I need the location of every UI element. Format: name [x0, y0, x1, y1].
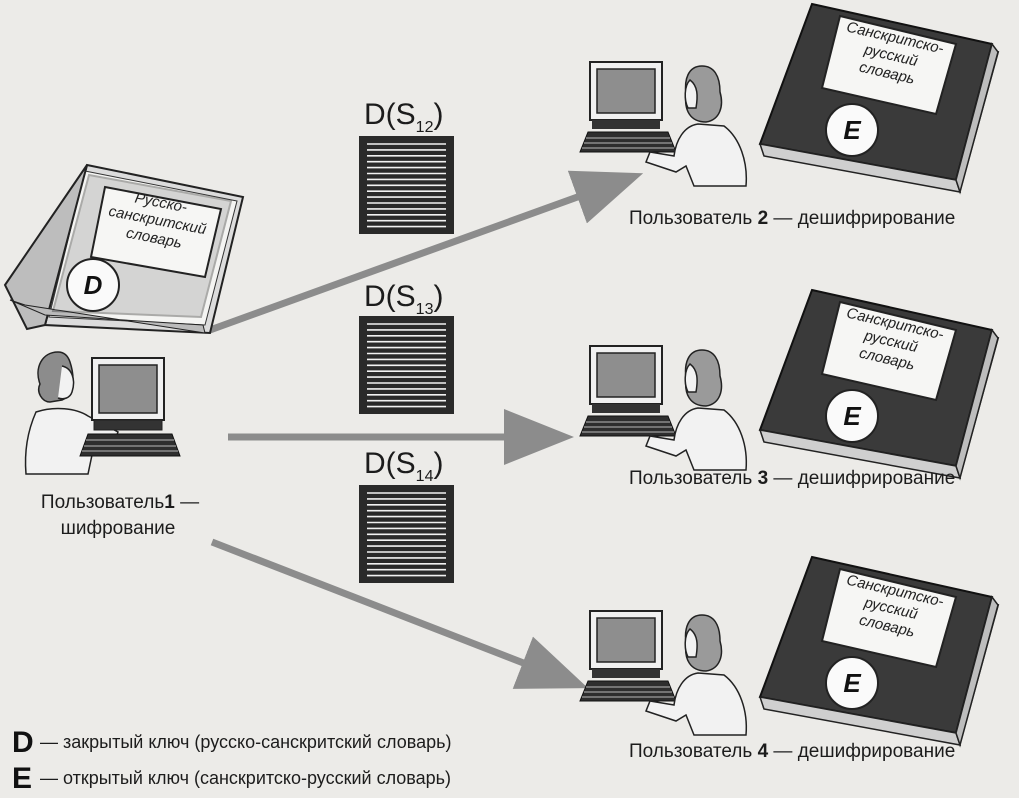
document-lines [367, 143, 446, 228]
sender-label-prefix: Пользователь [41, 492, 164, 513]
receiver-user-3: Санскритско-русскийсловарьEПользователь … [579, 288, 1000, 489]
receiver-label-suffix: — дешифрирование [768, 468, 955, 489]
sender-label-suffix: — [175, 492, 199, 513]
receiver-book-key-letter: E [843, 668, 861, 698]
sender-label-line2: шифрование [61, 518, 176, 539]
sender-label-line1: Пользователь1 — [41, 492, 199, 513]
receiver-person [645, 349, 748, 471]
sender-label-number: 1 [164, 492, 175, 513]
receiver-label-number: 4 [758, 741, 769, 762]
receiver-label-prefix: Пользователь [629, 468, 758, 489]
arrow-to-user-2 [208, 170, 644, 334]
message-block-13: D(S13) [359, 280, 454, 414]
receiver-book-key-letter: E [843, 115, 861, 145]
sender-book-key-circle [66, 258, 120, 312]
receivers: Санскритско-русскийсловарьEПользователь … [579, 2, 1000, 762]
legend: D — закрытый ключ (русско-санскритский с… [12, 726, 451, 795]
legend-text-d: — закрытый ключ (русско-санскритский сло… [40, 732, 451, 752]
receiver-label-number: 3 [758, 468, 769, 489]
legend-key-d: D [12, 726, 34, 759]
arrows [208, 170, 644, 689]
arrow-to-user-4 [210, 538, 589, 689]
receiver-label-suffix: — дешифрирование [768, 741, 955, 762]
receiver-label: Пользователь 3 — дешифрирование [629, 468, 955, 489]
receiver-computer [579, 345, 677, 437]
receiver-book-key-circle [825, 103, 879, 157]
receiver-book-key-circle [825, 389, 879, 443]
legend-key-e: E [12, 762, 32, 795]
receiver-book-key-circle [825, 656, 879, 710]
sender-book-key-letter: D [84, 270, 103, 300]
receiver-book-key-letter: E [843, 401, 861, 431]
message-label: D(S12) [364, 98, 443, 136]
receiver-label: Пользователь 4 — дешифрирование [629, 741, 955, 762]
receiver-label-suffix: — дешифрирование [768, 208, 955, 229]
receiver-user-4: Санскритско-русскийсловарьEПользователь … [579, 555, 1000, 762]
message-block-14: D(S14) [359, 447, 454, 583]
sender-book-title: Русско- санскритский словарь [107, 189, 208, 251]
message-label: D(S13) [364, 280, 443, 318]
receiver-computer [579, 61, 677, 153]
receiver-computer [579, 610, 677, 702]
receiver-label-prefix: Пользователь [629, 208, 758, 229]
receiver-person [645, 614, 748, 736]
receiver-label-prefix: Пользователь [629, 741, 758, 762]
document-lines [367, 323, 446, 408]
receiver-label-number: 2 [758, 208, 769, 229]
receiver-person [645, 65, 748, 187]
document-lines [367, 492, 446, 577]
legend-text-e: — открытый ключ (санскритско-русский сло… [40, 768, 451, 788]
sender-computer [79, 357, 181, 457]
receiver-label: Пользователь 2 — дешифрирование [629, 208, 955, 229]
message-block-12: D(S12) [359, 98, 454, 234]
sender-book: Русско- санскритский словарь D [3, 163, 245, 335]
message-label: D(S14) [364, 447, 443, 485]
